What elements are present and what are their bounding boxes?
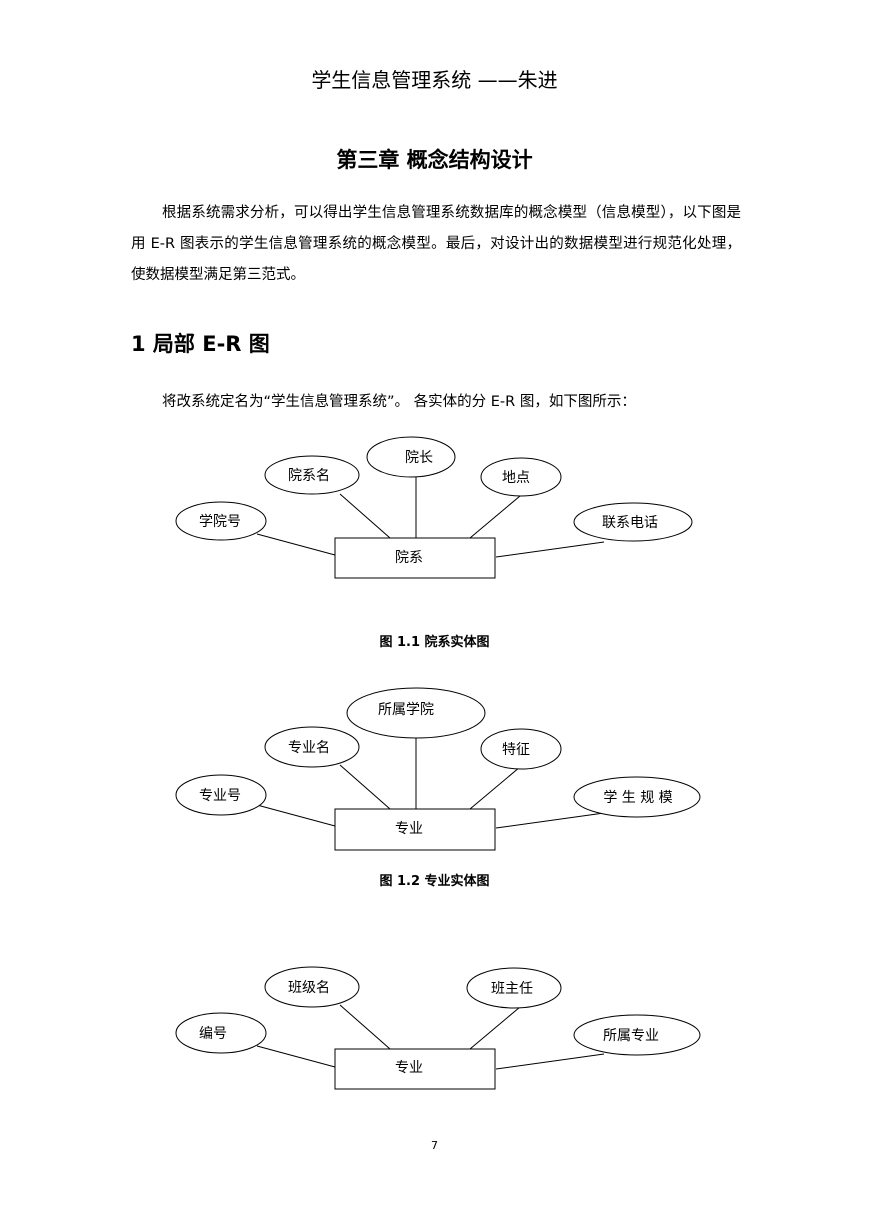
- connector-line: [495, 812, 605, 829]
- connector-line: [469, 1006, 521, 1050]
- attribute-label: 专业名: [288, 740, 330, 756]
- attribute-label: 院系名: [288, 468, 330, 484]
- attribute-ellipse: [264, 966, 360, 1008]
- entity-box: [334, 808, 496, 851]
- attribute-ellipse: [175, 774, 267, 816]
- section-title: 1 局部 E-R 图: [131, 332, 270, 356]
- attribute-label: 院长: [405, 450, 433, 466]
- paragraph-text: 根据系统需求分析，可以得出学生信息管理系统数据库的概念模型（信息模型），以下图是…: [131, 205, 741, 283]
- page-number: 7: [431, 1139, 438, 1152]
- attribute-label: 班级名: [288, 980, 330, 996]
- attribute-ellipse: [466, 967, 562, 1009]
- entity-label: 专业: [395, 1060, 423, 1076]
- connector-line: [339, 764, 391, 810]
- figure-caption: 图 1.2 专业实体图: [379, 874, 490, 889]
- connector-line: [256, 1045, 336, 1068]
- attribute-label: 所属学院: [378, 702, 434, 718]
- attribute-label: 学 生 规 模: [603, 790, 672, 806]
- connector-line: [469, 495, 521, 539]
- page-header: 学生信息管理系统 ——朱进: [311, 68, 558, 92]
- attribute-label: 专业号: [199, 788, 241, 804]
- figure-caption: 图 1.1 院系实体图: [379, 635, 490, 650]
- attribute-ellipse: [346, 687, 486, 739]
- entity-box: [334, 1048, 496, 1090]
- entity-label: 专业: [395, 821, 423, 837]
- attribute-label: 编号: [199, 1026, 227, 1042]
- attribute-ellipse: [573, 502, 693, 542]
- attribute-label: 所属专业: [603, 1028, 659, 1044]
- connector-line: [256, 804, 336, 827]
- attribute-ellipse: [573, 776, 701, 818]
- connector-line: [256, 533, 336, 556]
- attribute-label: 特征: [502, 742, 530, 758]
- er-diagram-major: 专业 专业号 专业名 所属学院 特征 学 生 规 模: [175, 687, 701, 851]
- connector-line: [495, 1053, 605, 1070]
- er-diagram-class: 专业 编号 班级名 班主任 所属专业: [175, 966, 701, 1090]
- connector-line: [469, 766, 521, 810]
- connector-line: [495, 541, 605, 558]
- attribute-label: 地点: [502, 470, 530, 486]
- body-paragraph: 根据系统需求分析，可以得出学生信息管理系统数据库的概念模型（信息模型），以下图是…: [131, 198, 741, 291]
- entity-box: [334, 537, 496, 579]
- attribute-ellipse: [573, 1014, 701, 1056]
- entity-label: 院系: [395, 550, 423, 566]
- chapter-title: 第三章 概念结构设计: [336, 148, 533, 172]
- attribute-label: 联系电话: [602, 515, 658, 531]
- connector-line: [339, 1004, 391, 1050]
- er-diagram-department: 院系 学院号 院系名 院长 地点 联系电话: [175, 436, 693, 579]
- attribute-label: 班主任: [491, 981, 533, 997]
- connector-line: [339, 493, 391, 539]
- attribute-ellipse: [175, 1012, 267, 1054]
- attribute-ellipse: [175, 501, 267, 541]
- attribute-ellipse: [264, 726, 360, 768]
- intro-text: 将改系统定名为“学生信息管理系统”。 各实体的分 E-R 图，如下图所示：: [162, 394, 636, 410]
- attribute-ellipse: [480, 728, 562, 770]
- attribute-ellipse: [366, 436, 456, 478]
- attribute-ellipse: [264, 455, 360, 495]
- attribute-ellipse: [480, 457, 562, 497]
- attribute-label: 学院号: [199, 514, 241, 530]
